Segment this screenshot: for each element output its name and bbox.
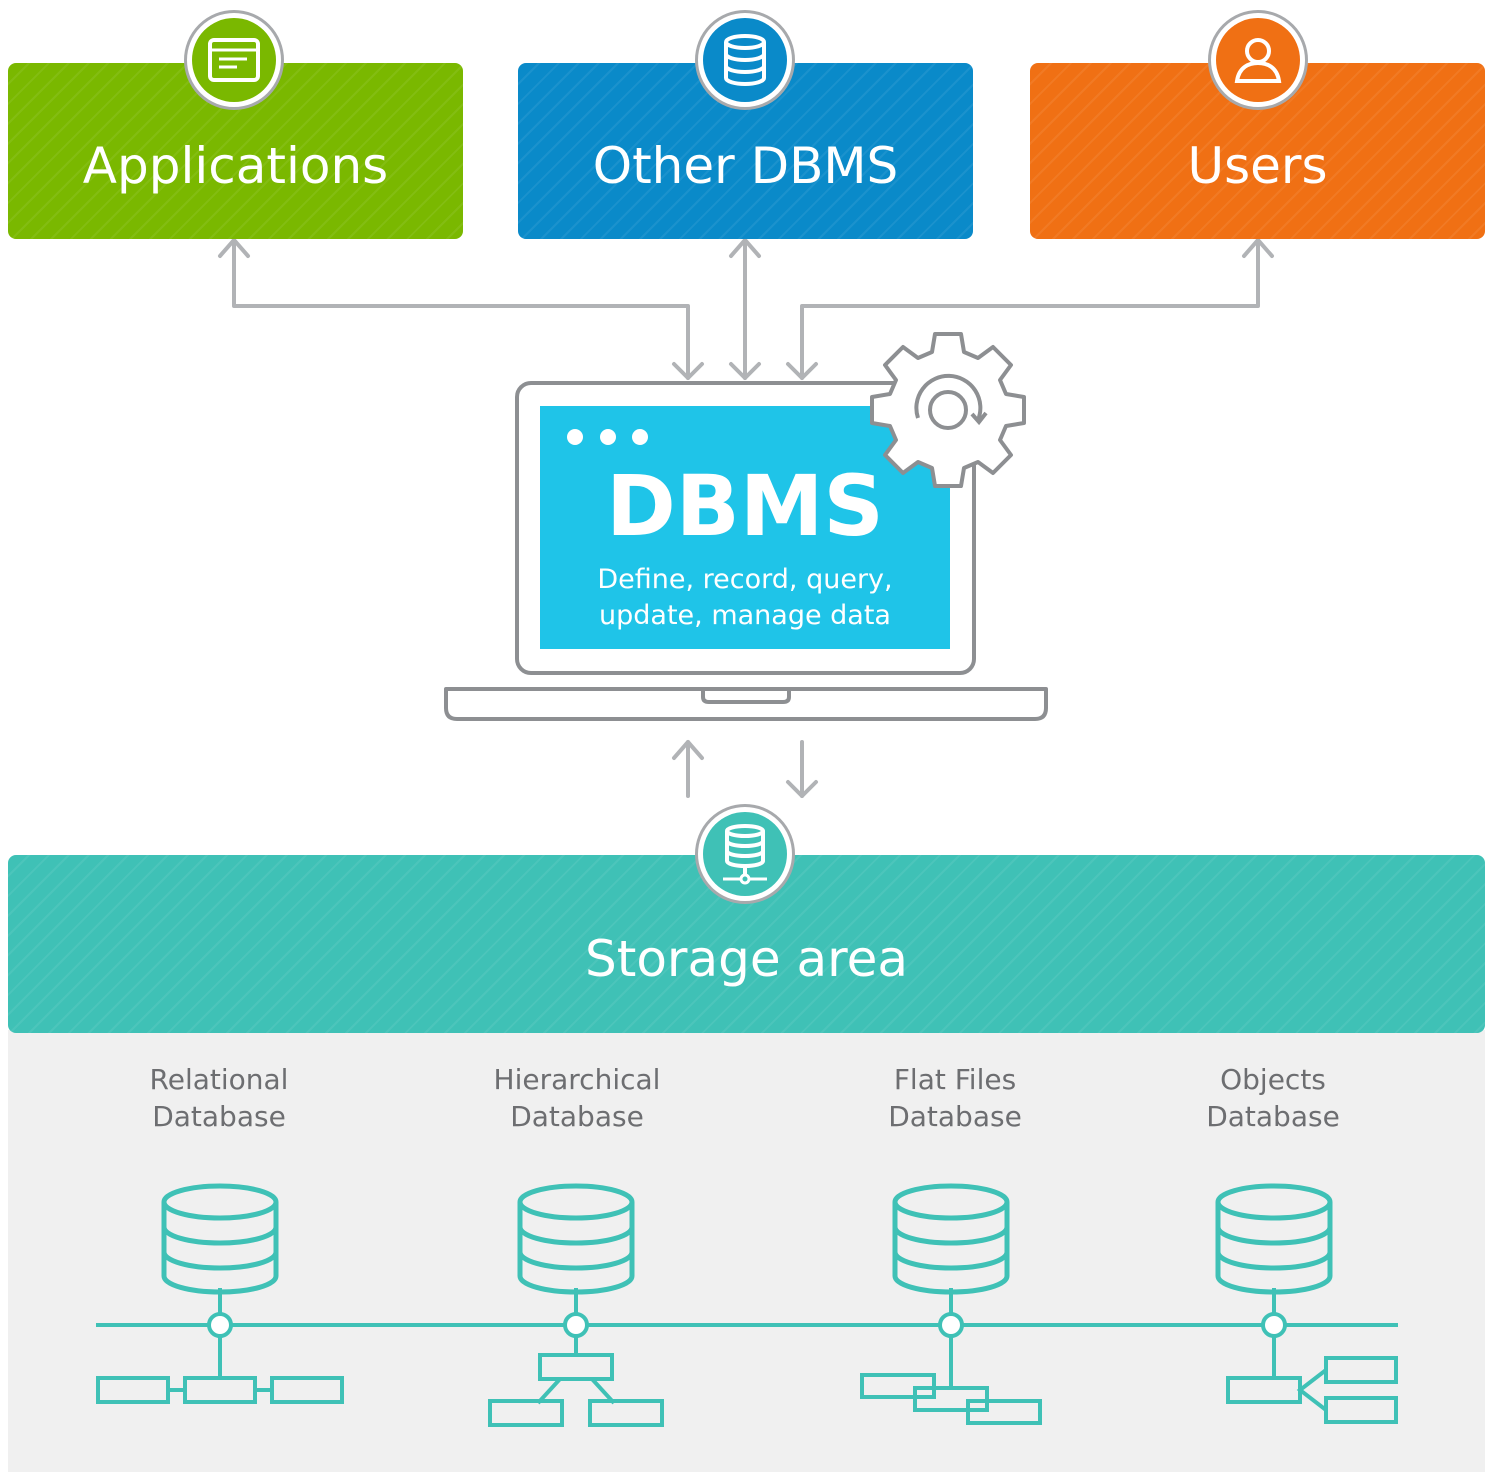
objects-db-icon [1218, 1186, 1398, 1424]
relational-db-icon [96, 1186, 344, 1404]
applications-bubble [184, 10, 284, 110]
hierarchical-db-label: Hierarchical Database [493, 1063, 661, 1133]
storage-area-label: Storage area [584, 930, 909, 988]
storage-bubble [695, 804, 795, 904]
applications-box: Applications [8, 63, 463, 239]
dbms-description-line-2: update, manage data [599, 600, 891, 631]
flat-files-db-icon [860, 1186, 1042, 1425]
users-label: Users [1187, 137, 1328, 195]
relational-db-label: Relational Database [149, 1063, 289, 1133]
application-window-icon [208, 38, 260, 82]
dbms-description-line-1: Define, record, query, [597, 564, 893, 595]
objects-db-label: Objects Database [1206, 1063, 1340, 1133]
database-icon [724, 34, 766, 86]
users-bubble [1208, 10, 1308, 110]
other-dbms-bubble [695, 10, 795, 110]
applications-label: Applications [82, 137, 389, 195]
dbms-title: DBMS [606, 457, 884, 555]
hierarchical-db-icon [488, 1186, 664, 1427]
other-dbms-label: Other DBMS [592, 137, 899, 195]
network-database-icon [723, 824, 767, 885]
user-icon [1234, 38, 1282, 83]
storage-area-box: Storage area [8, 855, 1485, 1033]
flat-files-db-label: Flat Files Database [888, 1063, 1022, 1133]
